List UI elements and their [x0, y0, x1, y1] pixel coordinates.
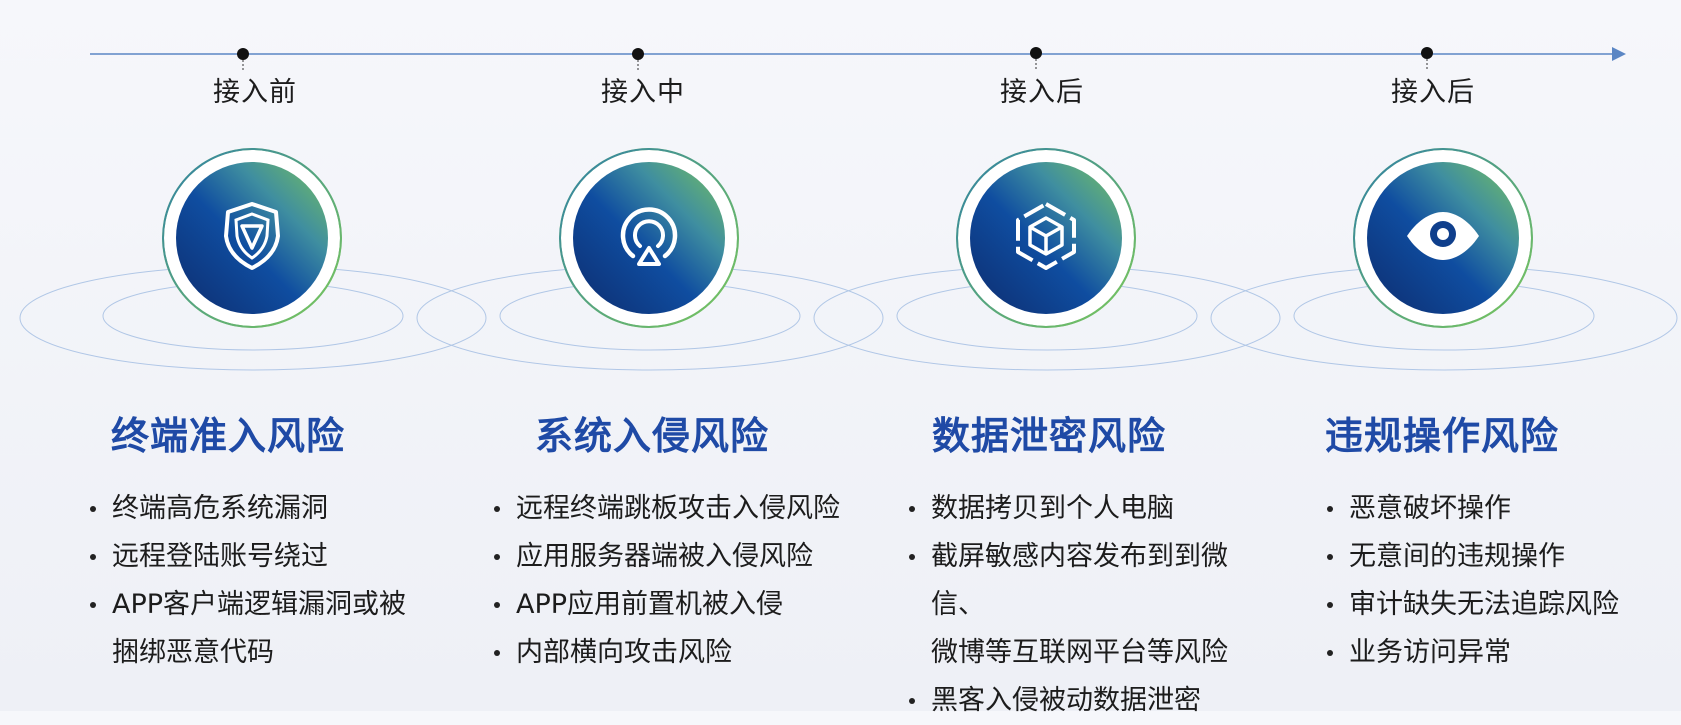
- list-item: 恶意破坏操作: [1327, 485, 1619, 533]
- risk-column-2: 系统入侵风险 远程终端跳板攻击入侵风险 应用服务器端被入侵风险 APP应用前置机…: [449, 0, 849, 711]
- column-title: 系统入侵风险: [534, 414, 769, 458]
- list-item: 终端高危系统漏洞: [90, 485, 406, 533]
- stage-label-3: 接入后: [1000, 77, 1084, 108]
- list-item: 无意间的违规操作: [1327, 533, 1619, 581]
- timeline-dot: [632, 48, 644, 60]
- list-item: 内部横向攻击风险: [494, 629, 840, 677]
- list-item: 远程终端跳板攻击入侵风险: [494, 485, 840, 533]
- timeline-dot: [1421, 47, 1433, 59]
- stage-label-1: 接入前: [213, 77, 297, 108]
- list-item: 远程登陆账号绕过: [90, 533, 406, 581]
- remote-access-icon: [609, 196, 689, 280]
- list-item: 黑客入侵被动数据泄密: [909, 677, 1246, 725]
- list-item: APP应用前置机被入侵: [494, 581, 840, 629]
- risk-column-3: 数据泄密风险 数据拷贝到个人电脑 截屏敏感内容发布到到微信、 微博等互联网平台等…: [846, 0, 1246, 716]
- column-title: 终端准入风险: [110, 414, 345, 458]
- column-title: 数据泄密风险: [931, 414, 1166, 458]
- bullet-list: 恶意破坏操作 无意间的违规操作 审计缺失无法追踪风险 业务访问异常: [1327, 485, 1619, 677]
- timeline-arrowhead: [1612, 47, 1626, 61]
- column-title: 违规操作风险: [1324, 414, 1559, 458]
- shield-icon: [212, 196, 292, 280]
- list-item: 数据拷贝到个人电脑: [909, 485, 1246, 533]
- list-item: 截屏敏感内容发布到到微信、: [909, 533, 1246, 629]
- cube-icon: [1006, 196, 1086, 280]
- stage-label-2: 接入中: [601, 77, 685, 108]
- eye-icon: [1403, 196, 1483, 280]
- timeline: [90, 47, 1626, 70]
- timeline-dot: [1030, 47, 1042, 59]
- list-item-continuation: 微博等互联网平台等风险: [931, 637, 1228, 668]
- risk-column-1: 终端准入风险 终端高危系统漏洞 远程登陆账号绕过 APP客户端逻辑漏洞或被 捆绑…: [52, 0, 452, 711]
- icon-badge: [162, 148, 342, 328]
- icon-badge: [1353, 148, 1533, 328]
- risk-column-4: 违规操作风险 恶意破坏操作 无意间的违规操作 审计缺失无法追踪风险 业务访问异常: [1243, 0, 1643, 711]
- stage-label-4: 接入后: [1391, 77, 1475, 108]
- list-item: APP客户端逻辑漏洞或被: [90, 581, 406, 629]
- list-item: 业务访问异常: [1327, 629, 1619, 677]
- timeline-dot: [237, 48, 249, 60]
- list-item: 审计缺失无法追踪风险: [1327, 581, 1619, 629]
- icon-badge: [559, 148, 739, 328]
- list-item-continuation: 捆绑恶意代码: [112, 637, 274, 668]
- bullet-list: 远程终端跳板攻击入侵风险 应用服务器端被入侵风险 APP应用前置机被入侵 内部横…: [494, 485, 840, 677]
- bullet-list: 终端高危系统漏洞 远程登陆账号绕过 APP客户端逻辑漏洞或被 捆绑恶意代码: [90, 485, 406, 677]
- bullet-list: 数据拷贝到个人电脑 截屏敏感内容发布到到微信、 微博等互联网平台等风险 黑客入侵…: [909, 485, 1246, 725]
- icon-badge: [956, 148, 1136, 328]
- list-item: 应用服务器端被入侵风险: [494, 533, 840, 581]
